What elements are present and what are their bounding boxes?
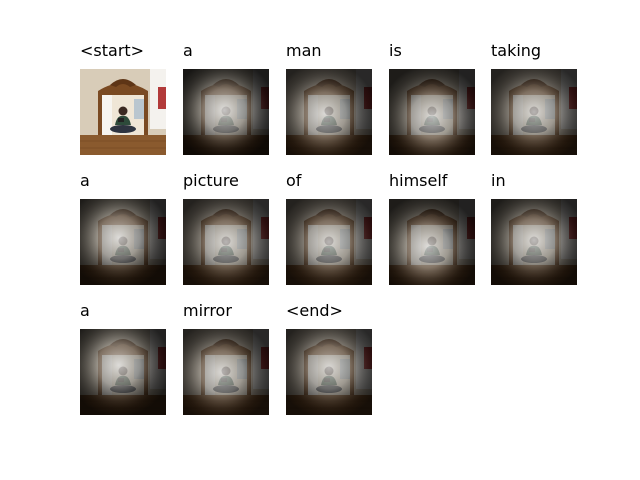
attention-map-image bbox=[491, 69, 577, 155]
attention-panel-9 bbox=[491, 199, 577, 285]
attention-panel-7 bbox=[286, 199, 372, 285]
token-label-of: of bbox=[286, 171, 302, 190]
token-label-start: <start> bbox=[80, 41, 145, 60]
attention-panel-8 bbox=[389, 199, 475, 285]
token-label-picture: picture bbox=[183, 171, 239, 190]
attention-panel-6 bbox=[183, 199, 269, 285]
token-label-mirror: mirror bbox=[183, 301, 232, 320]
attention-panel-10 bbox=[80, 329, 166, 415]
token-label-man: man bbox=[286, 41, 322, 60]
attention-map-image bbox=[286, 329, 372, 415]
attention-panel-0 bbox=[80, 69, 166, 155]
attention-panel-11 bbox=[183, 329, 269, 415]
attention-map-image bbox=[80, 329, 166, 415]
attention-map-image bbox=[183, 69, 269, 155]
attention-map-image bbox=[183, 329, 269, 415]
attention-panel-5 bbox=[80, 199, 166, 285]
attention-panel-4 bbox=[491, 69, 577, 155]
token-label-in: in bbox=[491, 171, 506, 190]
token-label-is: is bbox=[389, 41, 402, 60]
attention-map-image bbox=[389, 69, 475, 155]
token-label-taking: taking bbox=[491, 41, 542, 60]
attention-map-image bbox=[183, 199, 269, 285]
attention-map-image bbox=[80, 69, 166, 155]
attention-panel-1 bbox=[183, 69, 269, 155]
attention-panel-3 bbox=[389, 69, 475, 155]
token-label-a: a bbox=[183, 41, 193, 60]
attention-map-image bbox=[389, 199, 475, 285]
attention-map-image bbox=[80, 199, 166, 285]
attention-map-image bbox=[286, 199, 372, 285]
token-label-a: a bbox=[80, 301, 90, 320]
attention-panel-2 bbox=[286, 69, 372, 155]
token-label-end: <end> bbox=[286, 301, 343, 320]
token-label-a: a bbox=[80, 171, 90, 190]
attention-map-image bbox=[286, 69, 372, 155]
attention-map-image bbox=[491, 199, 577, 285]
token-label-himself: himself bbox=[389, 171, 448, 190]
attention-panel-12 bbox=[286, 329, 372, 415]
